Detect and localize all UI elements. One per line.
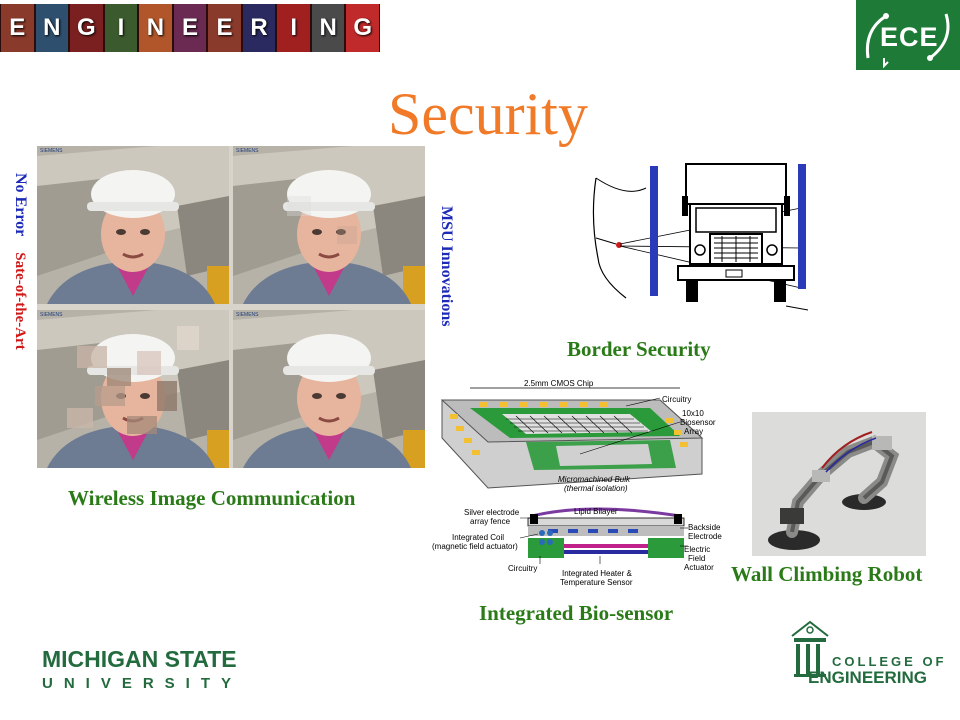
state-of-art-label: Sate-of-the-Art bbox=[12, 252, 28, 350]
msu-logo: MICHIGAN STATE UNIVERSITY bbox=[42, 646, 242, 692]
video-frames-image: SIEMENS SIEMENS SIEMENS SIEMENS bbox=[35, 144, 427, 470]
border-security-diagram bbox=[586, 158, 816, 323]
banner-letter: E bbox=[173, 4, 207, 52]
truck-scan-image bbox=[592, 163, 809, 311]
label-array-3: Array bbox=[684, 427, 703, 436]
banner-letter: I bbox=[277, 4, 310, 52]
biosensor-chip-image: 2.5mm CMOS Chip Circuitry 10x10 Biosenso… bbox=[432, 379, 722, 587]
circuit-icon bbox=[865, 13, 950, 69]
label-array-2: Biosensor bbox=[680, 418, 716, 427]
label-efield-1: Electric bbox=[684, 545, 710, 554]
label-silver-1: Silver electrode bbox=[464, 508, 520, 517]
svg-text:SIEMENS: SIEMENS bbox=[40, 312, 63, 318]
robot-image bbox=[752, 412, 926, 556]
biosensor-diagram: 2.5mm CMOS Chip Circuitry 10x10 Biosenso… bbox=[430, 378, 730, 601]
coe-line1: COLLEGE OF bbox=[832, 654, 947, 669]
border-security-caption: Border Security bbox=[567, 337, 711, 361]
label-efield-3: Actuator bbox=[684, 563, 714, 572]
msu-innovations-label: MSU Innovations bbox=[438, 206, 455, 327]
msu-logo-line2: UNIVERSITY bbox=[42, 675, 243, 692]
banner-letter: N bbox=[139, 4, 172, 52]
banner-letter: N bbox=[35, 4, 69, 52]
banner-letter: R bbox=[242, 4, 276, 52]
label-circuitry-top: Circuitry bbox=[662, 395, 691, 404]
no-error-label: No Error bbox=[12, 173, 29, 237]
wireless-caption: Wireless Image Communication bbox=[68, 486, 356, 510]
coe-line2: ENGINEERING bbox=[808, 668, 928, 687]
label-lipid: Lipid Bilayer bbox=[574, 507, 618, 516]
banner-letter: I bbox=[104, 4, 138, 52]
label-silver-2: array fence bbox=[470, 517, 511, 526]
label-heater-2: Temperature Sensor bbox=[560, 578, 633, 587]
banner-letter: N bbox=[311, 4, 345, 52]
label-bulk-1: Micromachined Bulk bbox=[558, 475, 631, 484]
banner-letter: E bbox=[1, 4, 34, 52]
label-coil-1: Integrated Coil bbox=[452, 533, 504, 542]
svg-text:SIEMENS: SIEMENS bbox=[236, 148, 259, 154]
label-circuitry-bottom: Circuitry bbox=[508, 564, 537, 573]
label-coil-2: (magnetic field actuator) bbox=[432, 542, 518, 551]
coe-building-icon bbox=[786, 616, 834, 691]
banner-letter: G bbox=[346, 4, 380, 52]
label-heater-1: Integrated Heater & bbox=[562, 569, 632, 578]
ece-logo bbox=[856, 0, 960, 70]
robot-photo bbox=[752, 412, 926, 556]
ece-logo-text: ECE bbox=[880, 22, 939, 52]
msu-logo-line1: MICHIGAN STATE bbox=[42, 646, 237, 672]
banner-letter: G bbox=[70, 4, 103, 52]
video-frame-grid: SIEMENS SIEMENS SIEMENS SIEMENS bbox=[35, 144, 427, 470]
label-chip: 2.5mm CMOS Chip bbox=[524, 379, 594, 388]
robot-caption: Wall Climbing Robot bbox=[731, 562, 923, 586]
slide-title: Security bbox=[388, 81, 588, 147]
left-vertical-labels: No Error Sate-of-the-Art bbox=[11, 173, 29, 350]
label-array-1: 10x10 bbox=[682, 409, 704, 418]
banner-letter: E bbox=[208, 4, 241, 52]
svg-text:SIEMENS: SIEMENS bbox=[40, 148, 63, 154]
label-backside-1: Backside bbox=[688, 523, 721, 532]
label-backside-2: Electrode bbox=[688, 532, 722, 541]
label-efield-2: Field bbox=[688, 554, 705, 563]
svg-text:SIEMENS: SIEMENS bbox=[236, 312, 259, 318]
biosensor-caption: Integrated Bio-sensor bbox=[479, 601, 674, 625]
engineering-banner: E N G I N E E R I N G bbox=[0, 4, 380, 52]
label-bulk-2: (thermal isolation) bbox=[564, 484, 628, 493]
